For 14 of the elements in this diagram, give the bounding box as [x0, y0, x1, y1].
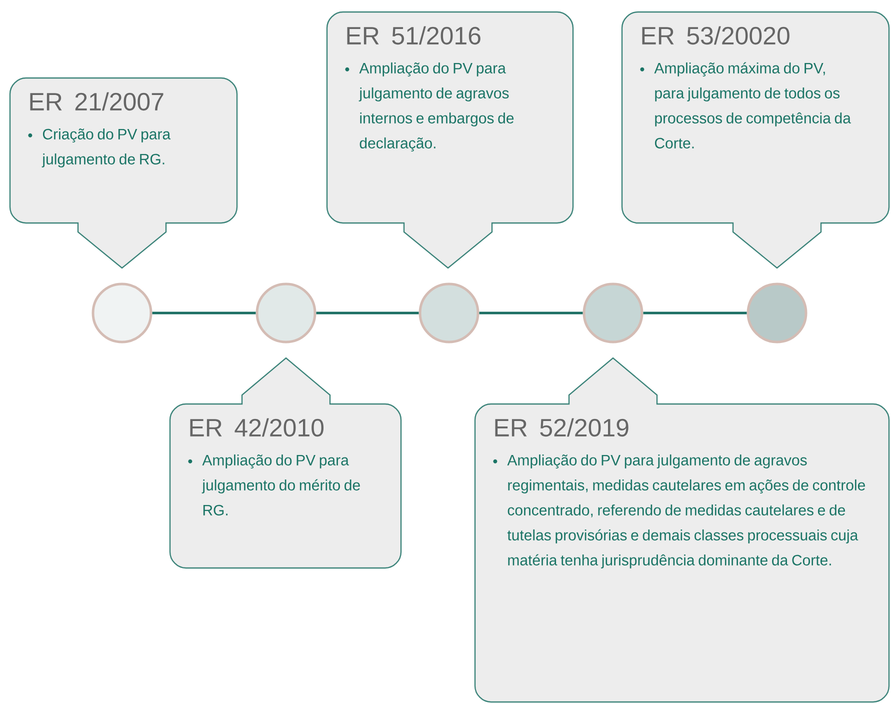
connector-line	[643, 312, 747, 314]
callout-box: ER 52/2019 Ampliação do PV para julgamento de agravos regimentais, medidas cautelares em ações de controle concentrado, referendo de medidas cautelares e de tutelas provisórias e demais classes processuais cuja matéria tenha jurisprudência dominante da Corte.	[474, 357, 890, 703]
timeline-dot	[582, 282, 644, 344]
connector-line	[316, 312, 419, 314]
callout-box: ER 42/2010 Ampliação do PV para julgamento do mérito de RG.	[169, 357, 402, 569]
timeline-dot	[92, 282, 152, 344]
timeline-dot	[418, 282, 480, 344]
callout-box: ER 53/20020 Ampliação máxima do PV, para julgamento de todos os processos de competência da Corte.	[621, 11, 890, 269]
callout-box: ER 21/2007 Criação do PV para julgamento de RG.	[9, 77, 238, 269]
timeline-dot	[256, 282, 316, 344]
connector-line	[479, 312, 583, 314]
timeline-dot	[746, 282, 808, 344]
callout-box: ER 51/2016 Ampliação do PV para julgamento de agravos internos e embargos de declaração.	[326, 11, 574, 269]
connector-line	[152, 312, 256, 314]
